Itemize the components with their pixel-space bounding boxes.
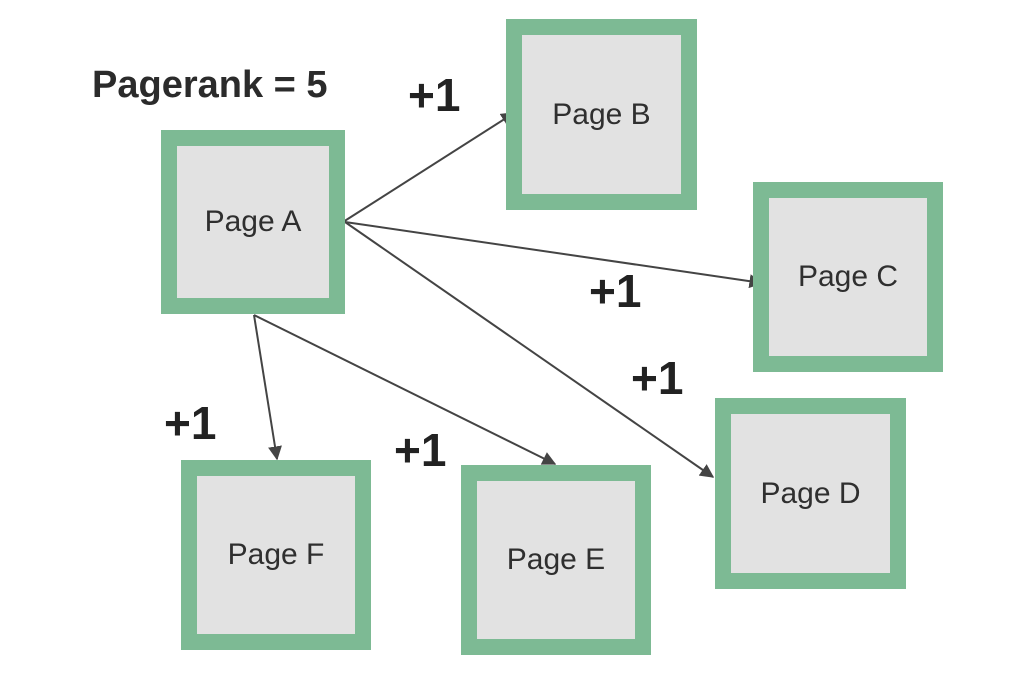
plus-one-label-c: +1 bbox=[589, 265, 642, 317]
plus-one-label-e: +1 bbox=[394, 424, 447, 476]
page-d-label: Page D bbox=[760, 476, 861, 510]
pagerank-title: Pagerank = 5 bbox=[92, 64, 328, 106]
page-e-label: Page E bbox=[506, 543, 606, 576]
page-e-node: Page E bbox=[461, 465, 651, 655]
page-f-node: Page F bbox=[181, 460, 371, 650]
arrow-a-to-c bbox=[344, 221, 764, 289]
plus-one-label-d: +1 bbox=[631, 352, 684, 404]
arrow-a-to-d bbox=[344, 221, 715, 478]
page-c-node: Page C bbox=[753, 182, 943, 372]
page-a-node: Page A bbox=[161, 130, 345, 314]
page-f-label: Page F bbox=[227, 538, 325, 571]
page-b-node: Page B bbox=[506, 19, 697, 210]
plus-one-label-b: +1 bbox=[408, 69, 461, 121]
page-d-node: Page D bbox=[715, 398, 906, 589]
arrow-a-to-e bbox=[253, 314, 557, 465]
arrow-a-to-f bbox=[253, 314, 282, 461]
page-b-label: Page B bbox=[552, 97, 651, 131]
plus-one-label-f: +1 bbox=[164, 397, 217, 449]
page-a-label: Page A bbox=[204, 205, 302, 238]
page-c-label: Page C bbox=[797, 260, 899, 293]
arrow-a-to-b bbox=[342, 112, 516, 223]
